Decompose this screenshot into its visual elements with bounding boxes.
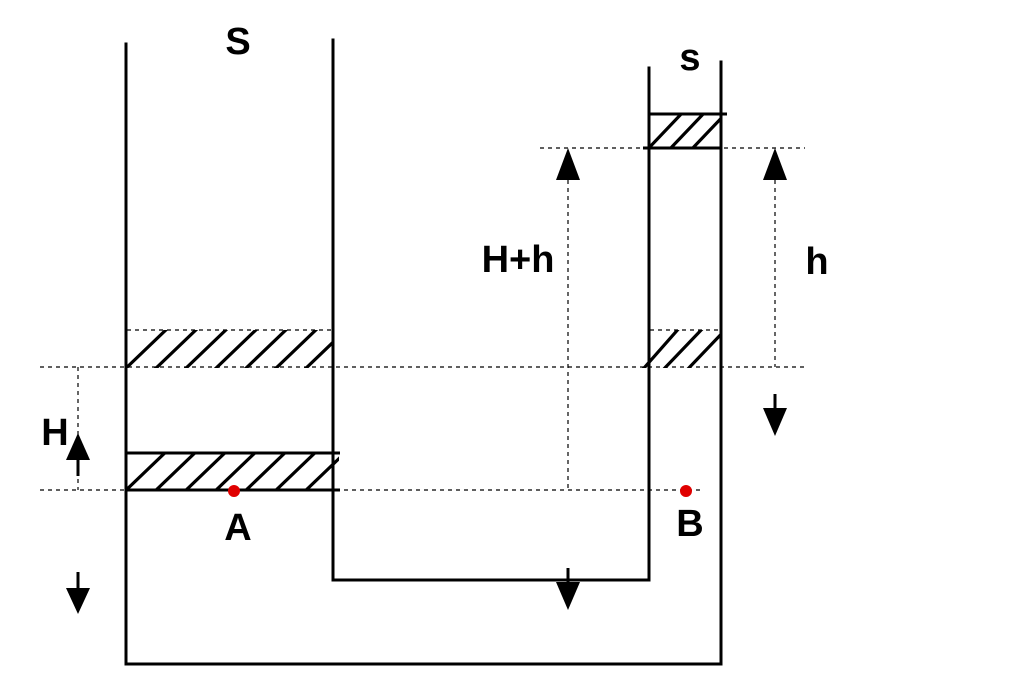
arrow-up-h-large [66,433,90,460]
large-piston-lower [127,451,340,492]
reference-lines [40,147,805,491]
label-point-b: B [676,503,703,545]
arrows [66,148,787,614]
label-small-tube-area: s [679,37,700,79]
arrow-down-large-tube [66,588,90,614]
small-piston-middle [641,330,721,368]
point-a-marker [228,485,240,497]
label-large-tube-area: S [225,21,250,63]
arrow-down-connector [556,582,580,610]
arrow-down-small-tube [763,408,787,436]
label-point-a: A [224,507,251,549]
large-piston-upper [127,330,332,368]
arrow-up-h-sum [556,148,580,180]
label-height-small: h [805,241,828,283]
point-b-marker [680,485,692,497]
small-piston-upper [643,112,727,150]
vessel-walls [124,38,723,666]
label-height-sum: H+h [482,239,555,281]
arrow-up-h-small [763,148,787,180]
label-height-large: H [41,412,68,454]
